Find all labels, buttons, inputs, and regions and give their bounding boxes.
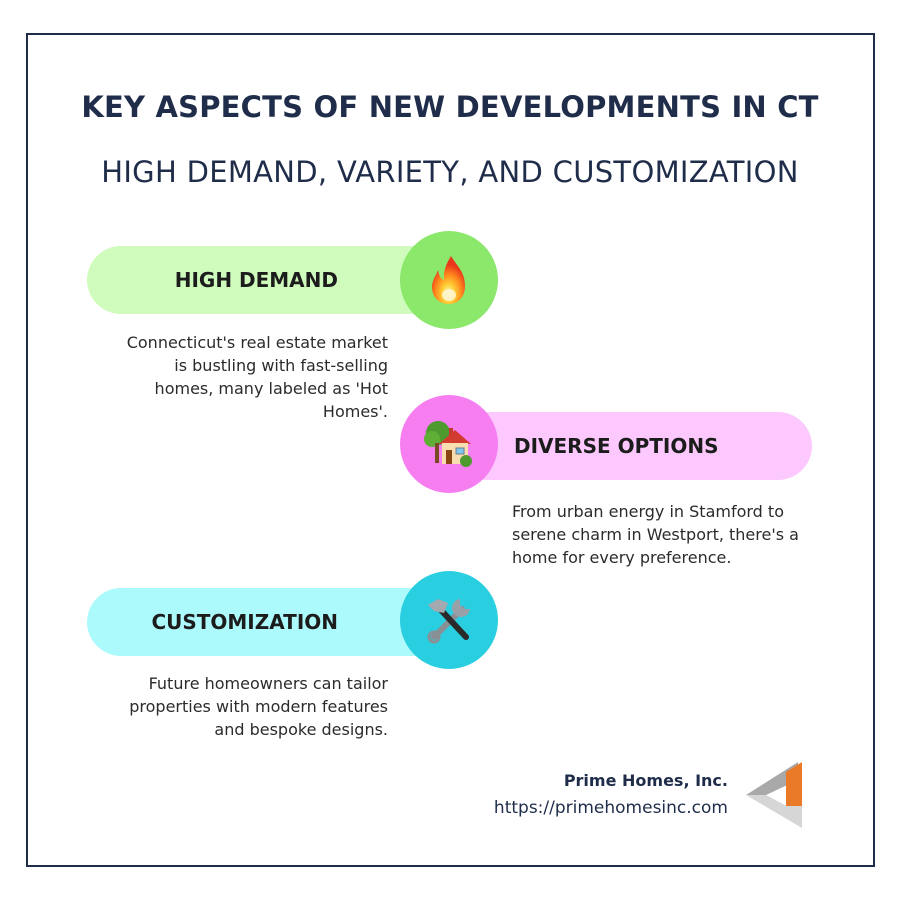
- customization-description: Future homeowners can tailor properties …: [129, 674, 388, 739]
- hammer-and-wrench-icon: [424, 595, 474, 645]
- company-logo-icon: [746, 762, 804, 832]
- customization-banner: CUSTOMIZATION: [87, 588, 450, 656]
- high-demand-label: HIGH DEMAND: [174, 268, 338, 292]
- diverse-options-description: From urban energy in Stamford to serene …: [512, 502, 799, 567]
- diverse-options-label: DIVERSE OPTIONS: [514, 434, 719, 458]
- page-subtitle: HIGH DEMAND, VARIETY, AND CUSTOMIZATION: [101, 155, 799, 189]
- company-url-link[interactable]: https://primehomesinc.com: [493, 798, 728, 818]
- high-demand-badge: [400, 231, 498, 329]
- company-name: Prime Homes, Inc.: [563, 771, 728, 790]
- customization-badge: [400, 571, 498, 669]
- diverse-options-badge: [400, 395, 498, 493]
- high-demand-description: Connecticut's real estate market is bust…: [126, 333, 388, 421]
- diverse-options-banner: DIVERSE OPTIONS: [450, 412, 812, 480]
- page-title: KEY ASPECTS OF NEW DEVELOPMENTS IN CT: [81, 90, 819, 124]
- infographic-frame: [26, 33, 875, 867]
- fire-icon: [427, 254, 471, 306]
- house-with-garden-icon: [422, 419, 476, 469]
- high-demand-banner: HIGH DEMAND: [87, 246, 450, 314]
- customization-label: CUSTOMIZATION: [151, 610, 338, 634]
